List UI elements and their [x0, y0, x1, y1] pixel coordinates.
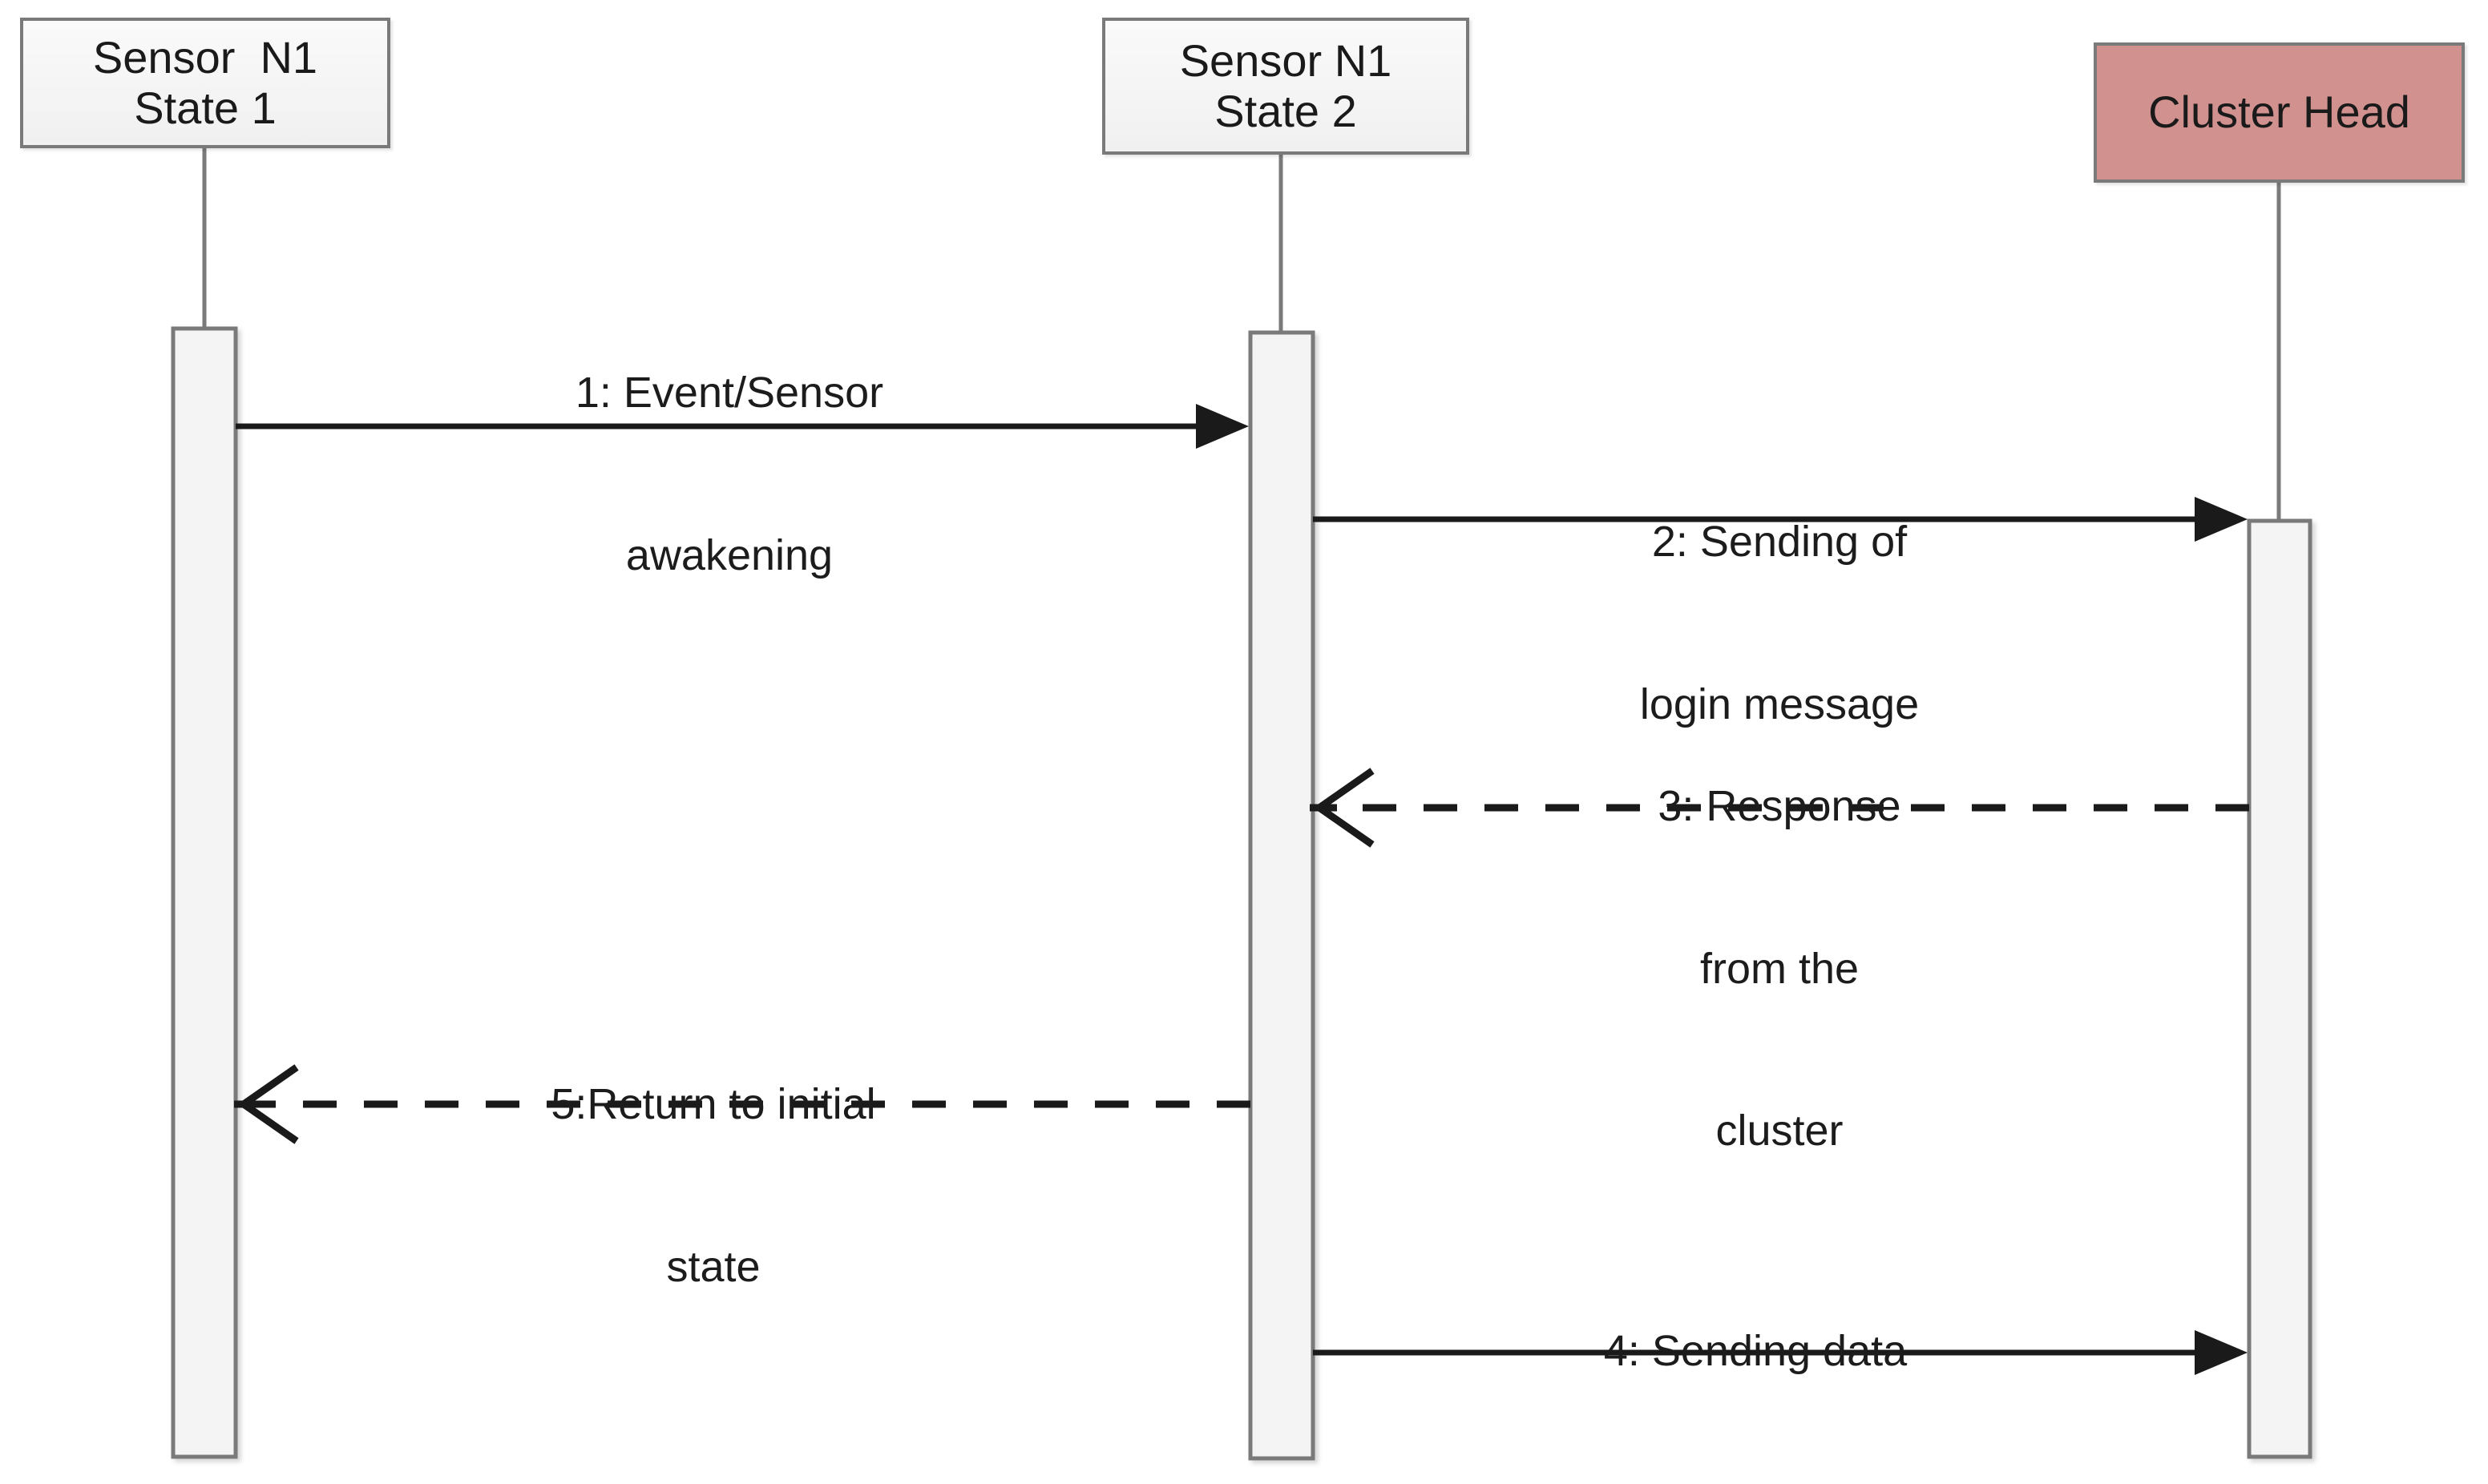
lifeline-title-line2: State 1: [134, 82, 277, 133]
message-arrow-1[interactable]: [236, 404, 1249, 449]
arrowhead-open-lower-5: [241, 1101, 299, 1144]
lifeline-header-sensor-n1-state-2[interactable]: Sensor N1 State 2: [1102, 18, 1469, 155]
arrowhead-filled-1: [1196, 404, 1249, 449]
message-arrow-5[interactable]: [234, 1064, 1250, 1144]
lifeline-title-line1: Sensor N1: [1179, 34, 1392, 86]
lifeline-header-sensor-n1-state-1[interactable]: Sensor N1 State 1: [20, 18, 390, 148]
activation-bar-cluster-head[interactable]: [2247, 518, 2312, 1459]
arrowhead-open-upper-3: [1317, 768, 1375, 811]
arrowhead-filled-2: [2195, 497, 2248, 542]
lifeline-title-line1: Sensor N1: [92, 31, 318, 83]
lifeline-title-line2: State 2: [1214, 85, 1357, 136]
activation-bar-sensor-n1-state-1[interactable]: [171, 326, 238, 1459]
lifeline-title-line1: Cluster Head: [2148, 87, 2410, 138]
activation-bar-sensor-n1-state-2[interactable]: [1248, 330, 1315, 1461]
arrowhead-filled-4: [2195, 1330, 2248, 1375]
arrowhead-open-upper-5: [241, 1064, 299, 1107]
lifeline-header-cluster-head[interactable]: Cluster Head: [2094, 42, 2465, 183]
message-arrow-3[interactable]: [1310, 768, 2249, 848]
message-arrow-4[interactable]: [1313, 1330, 2248, 1375]
arrowhead-open-lower-3: [1317, 805, 1375, 848]
message-arrow-2[interactable]: [1313, 497, 2248, 542]
